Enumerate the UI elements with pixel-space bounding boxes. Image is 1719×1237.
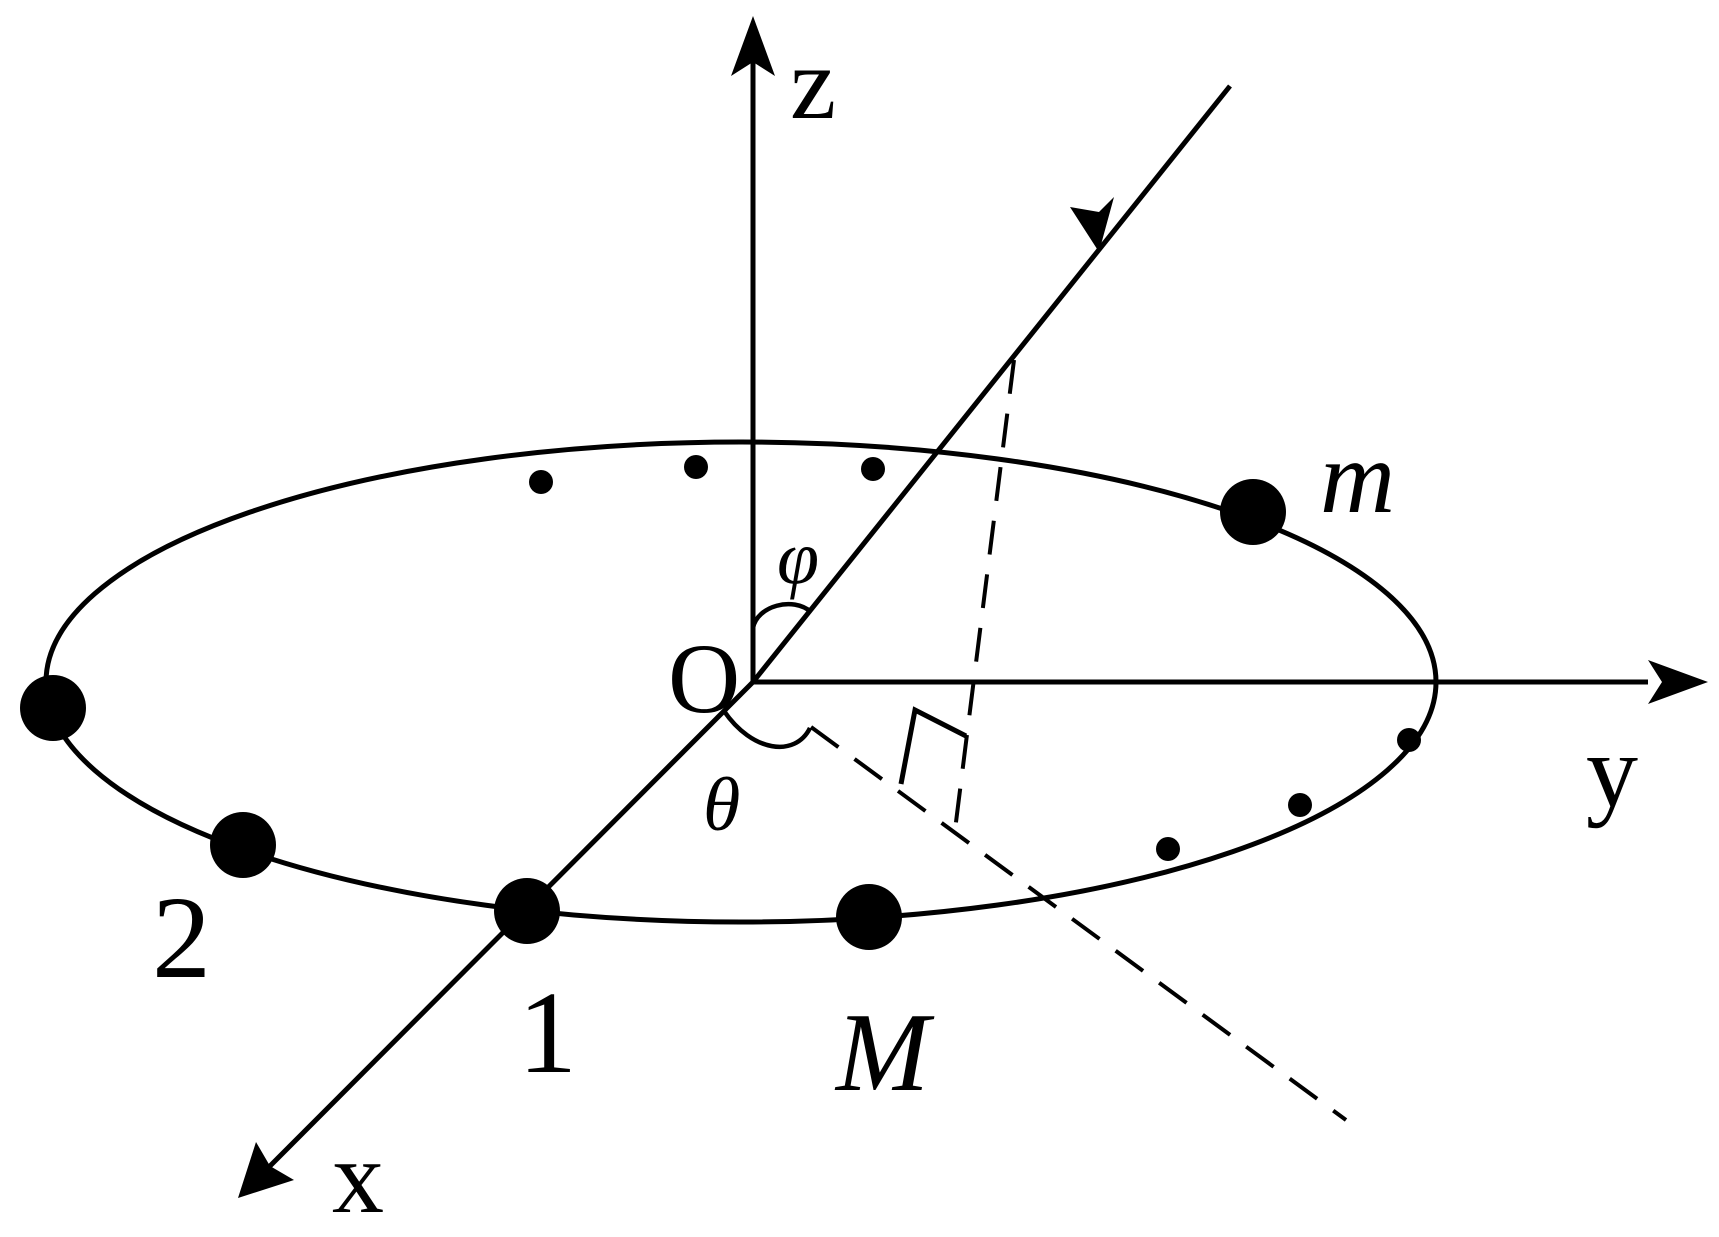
ring-dot xyxy=(861,457,885,481)
x-axis-arrowhead xyxy=(238,1142,294,1198)
projection-plane-dashed xyxy=(809,725,1348,1122)
theta-label: θ xyxy=(703,763,740,847)
phi-label: φ xyxy=(777,516,819,600)
bead-2-label: 2 xyxy=(152,872,211,1003)
y-axis-label: y xyxy=(1586,714,1638,829)
mass-m-label: m xyxy=(1320,420,1395,535)
origin-label: O xyxy=(668,623,740,734)
bead-m xyxy=(1220,479,1286,545)
bead-M xyxy=(836,884,902,950)
ring-dot xyxy=(529,470,553,494)
y-axis-arrowhead xyxy=(1648,660,1708,704)
bead-2 xyxy=(210,812,276,878)
projection-vertical-dashed xyxy=(953,359,1016,831)
phi-angle-arc xyxy=(750,601,813,629)
right-angle-mark xyxy=(898,706,968,785)
ring-dot xyxy=(1288,793,1312,817)
incoming-ray-line xyxy=(751,84,1232,684)
theta-angle-arc xyxy=(722,709,813,750)
z-axis-label: z xyxy=(790,26,836,141)
ring-dot xyxy=(1397,728,1421,752)
ring-dot xyxy=(684,455,708,479)
incoming-ray-arrowhead xyxy=(1070,197,1114,252)
bead-1-label: 1 xyxy=(518,967,577,1098)
x-axis-label: x xyxy=(332,1120,384,1235)
bead-left xyxy=(20,675,86,741)
mass-M-label: M xyxy=(834,991,935,1115)
z-axis-arrowhead xyxy=(731,16,775,76)
ring-dot xyxy=(1156,837,1180,861)
bead-1 xyxy=(494,878,560,944)
